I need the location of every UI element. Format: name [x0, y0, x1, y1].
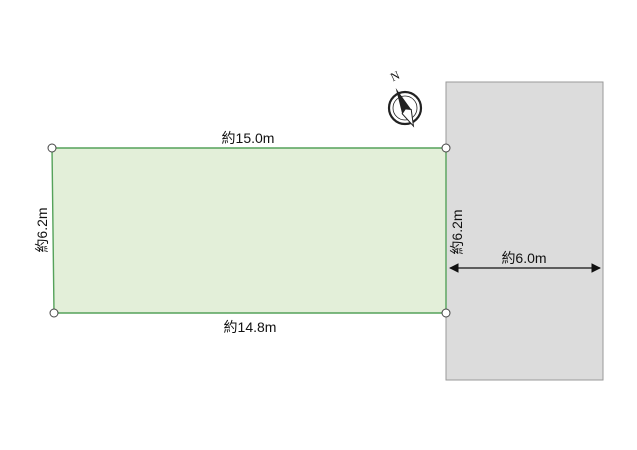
- plot-left-depth-label: 約6.2m: [34, 207, 50, 252]
- plot-top-width-label: 約15.0m: [222, 130, 275, 146]
- road-width-label: 約6.0m: [501, 250, 546, 266]
- corner-marker-bottom-left: [49, 308, 59, 318]
- road-area: [445, 81, 604, 381]
- plot-right-depth-label: 約6.2m: [449, 209, 465, 254]
- plot-bottom-width-label: 約14.8m: [224, 319, 277, 335]
- corner-marker-top-left: [47, 143, 57, 153]
- compass-north-label: N: [388, 68, 402, 84]
- compass-icon: N: [387, 68, 423, 128]
- corner-marker-top-right: [441, 143, 451, 153]
- corner-marker-bottom-right: [441, 308, 451, 318]
- land-plot: [51, 147, 447, 314]
